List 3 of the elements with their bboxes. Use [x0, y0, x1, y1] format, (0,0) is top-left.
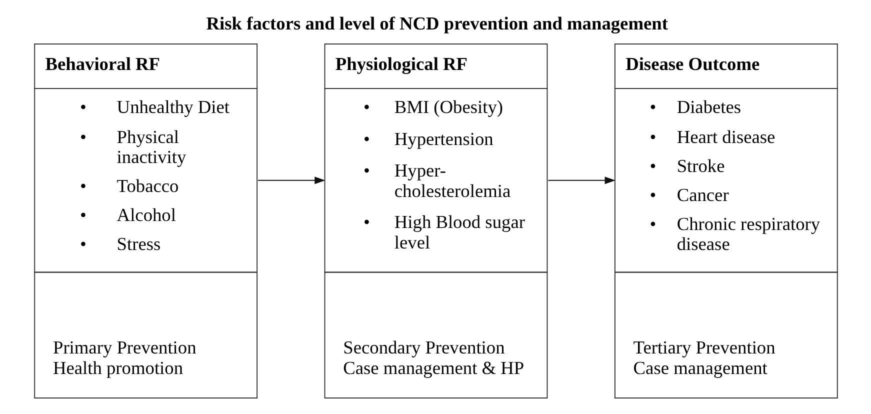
- diagram-title: Risk factors and level of NCD prevention and management: [206, 14, 668, 34]
- arrow: [257, 176, 325, 184]
- arrow: [547, 176, 615, 184]
